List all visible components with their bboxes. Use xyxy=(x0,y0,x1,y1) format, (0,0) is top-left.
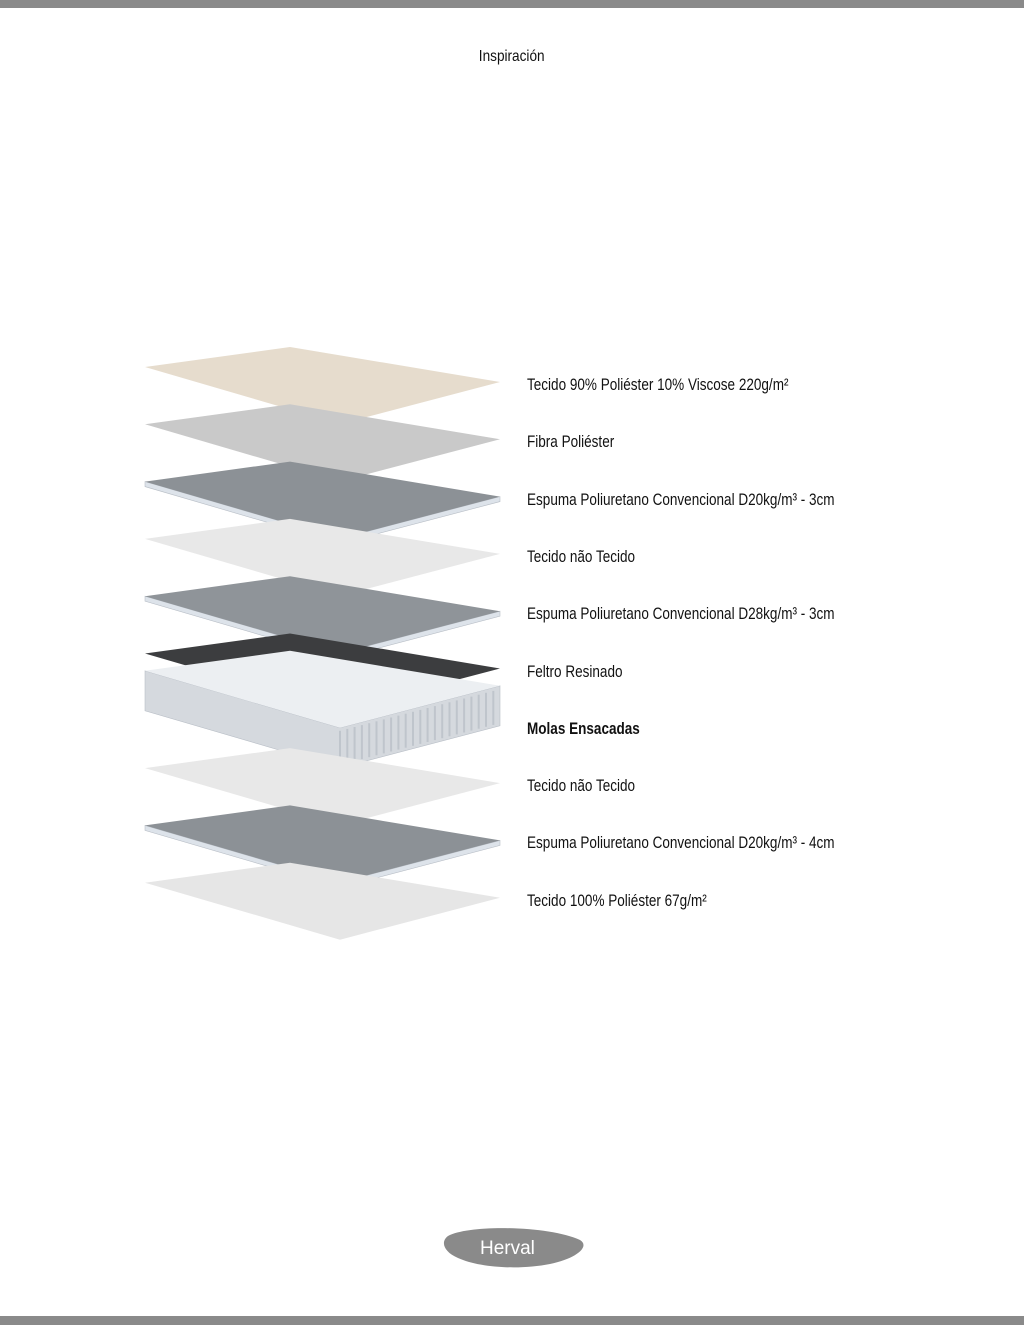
layer-surface xyxy=(145,748,500,826)
layer-surface xyxy=(145,650,500,728)
layer-surface xyxy=(145,347,500,424)
layer-label: Espuma Poliuretano Convencional D28kg/m³… xyxy=(527,605,835,624)
herval-logo: Herval xyxy=(443,1228,584,1268)
layer-label: Fibra Poliéster xyxy=(527,433,615,452)
layer-surface xyxy=(145,862,500,940)
layer-surface xyxy=(145,461,500,539)
layer-surface xyxy=(145,404,500,482)
layer-1 xyxy=(145,347,500,424)
layer-10 xyxy=(145,862,500,940)
page-title: Inspiración xyxy=(479,48,545,65)
layer-label: Tecido não Tecido xyxy=(527,777,636,796)
layer-2 xyxy=(145,404,500,482)
bottom-bar xyxy=(0,1316,1024,1325)
layer-label: Tecido 100% Poliéster 67g/m² xyxy=(527,891,707,910)
top-bar xyxy=(0,0,1024,8)
layer-label: Espuma Poliuretano Convencional D20kg/m³… xyxy=(527,490,835,509)
layer-label: Tecido 90% Poliéster 10% Viscose 220g/m² xyxy=(527,376,789,394)
layer-4 xyxy=(145,518,500,596)
layer-surface xyxy=(145,518,500,596)
svg-text:Herval: Herval xyxy=(480,1238,535,1259)
layer-label: Tecido não Tecido xyxy=(527,547,636,566)
layer-label: Molas Ensacadas xyxy=(527,719,640,738)
layer-label: Espuma Poliuretano Convencional D20kg/m³… xyxy=(527,834,835,853)
layer-label: Feltro Resinado xyxy=(527,662,623,681)
layer-surface xyxy=(145,576,500,654)
layer-7 xyxy=(144,650,501,769)
layer-8 xyxy=(145,748,500,826)
layer-surface xyxy=(145,805,500,883)
